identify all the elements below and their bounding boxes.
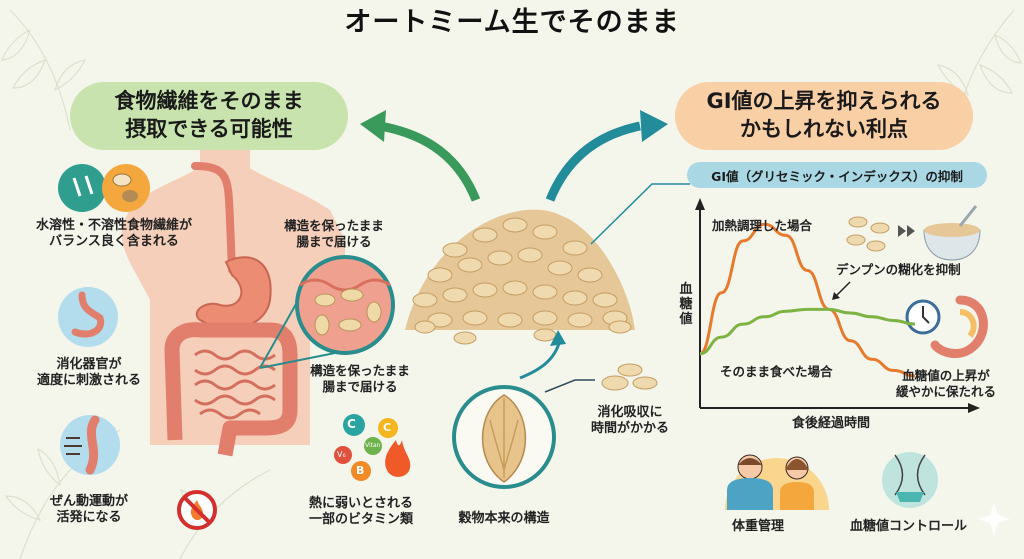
vitamins-label-line1: 熱に弱いとされる bbox=[308, 496, 413, 511]
benefit-digestive-stimulation: 消化器官が 適度に刺激される bbox=[34, 357, 144, 390]
y-axis-label: 血糖値 bbox=[679, 282, 693, 327]
vitamins-label: 熱に弱いとされる 一部のビタミン類 bbox=[296, 496, 426, 529]
vitamin-b6-badge: V₆ bbox=[337, 450, 346, 459]
slow-digestion-label: 消化吸収に 時間がかかる bbox=[580, 405, 680, 438]
benefit-digestive-line2: 適度に刺激される bbox=[36, 373, 141, 389]
gi-header-line1: GI値の上昇を抑えられる bbox=[706, 89, 942, 114]
slow-stomach-icon bbox=[930, 295, 988, 358]
callout-structure-top-line1: 構造を保ったまま bbox=[284, 218, 384, 233]
annotation-starch: デンプンの糊化を抑制 bbox=[836, 262, 961, 277]
flame-icon bbox=[385, 440, 411, 477]
sparkle-icon bbox=[978, 503, 1010, 535]
gi-chart bbox=[695, 198, 980, 413]
gi-benefit-header: GI値の上昇を抑えられる かもしれない利点 bbox=[675, 82, 973, 150]
annotation-slow-rise-line1: 血糖値の上昇が bbox=[902, 368, 990, 383]
benefit-peristalsis: ぜん動運動が 活発になる bbox=[34, 494, 144, 527]
y-axis-arrow bbox=[695, 198, 705, 210]
legend-heated: 加熱調理した場合 bbox=[712, 218, 813, 233]
callout-structure-bottom-line2: 腸まで届ける bbox=[322, 378, 398, 394]
intestine-zoom-circle bbox=[295, 255, 395, 355]
gi-header-line2: かもしれない利点 bbox=[740, 117, 908, 141]
benefit-fiber-balance: 水溶性・不溶性食物繊維が バランス良く含まれる bbox=[14, 218, 214, 251]
no-fire-icon bbox=[177, 490, 217, 530]
arrows-and-oat-icon bbox=[58, 164, 150, 212]
clock-icon bbox=[905, 299, 941, 335]
series-line-heated bbox=[699, 222, 916, 378]
slow-digestion-line2: 時間がかかる bbox=[590, 421, 669, 437]
blood-sugar-control-label: 血糖値コントロール bbox=[850, 519, 968, 534]
esophagus bbox=[191, 162, 236, 274]
green-arrowhead-icon bbox=[360, 110, 386, 142]
couple-icon bbox=[725, 454, 829, 510]
callout-structure-bottom-line1: 構造を保ったまま bbox=[310, 363, 410, 378]
vitamin-b-badge: B bbox=[356, 464, 365, 477]
vitamin-c-badge: C bbox=[347, 417, 356, 431]
benefit-fiber-balance-line1: 水溶性・不溶性食物繊維が bbox=[35, 218, 192, 233]
gi-suppression-tag: GI値（グリセミック・インデックス）の抑制 bbox=[687, 162, 987, 188]
starch-arrow bbox=[835, 281, 851, 297]
fiber-header-line2: 摂取できる可能性 bbox=[125, 117, 293, 141]
benefit-fiber-balance-line2: バランス良く含まれる bbox=[49, 234, 179, 250]
stomach-icon bbox=[58, 287, 118, 347]
grain-structure-label: 穀物本来の構造 bbox=[458, 511, 550, 526]
x-axis-label: 食後経過時間 bbox=[792, 416, 871, 431]
waist-icon bbox=[882, 452, 938, 508]
series-line-raw bbox=[699, 307, 916, 356]
whole-grain-icon bbox=[452, 385, 556, 489]
slow-digestion-line1: 消化吸収に bbox=[597, 405, 663, 420]
teal-arrowhead-icon bbox=[640, 110, 668, 142]
annotation-slow-rise: 血糖値の上昇が 緩やかに保たれる bbox=[876, 368, 1016, 399]
fiber-benefit-header: 食物繊維をそのまま 摂取できる可能性 bbox=[70, 82, 348, 150]
vitamin-badges bbox=[334, 414, 411, 481]
stomach bbox=[195, 256, 272, 330]
vitamin-generic-badge: Vitan bbox=[365, 442, 381, 449]
benefit-peristalsis-line1: ぜん動運動が bbox=[49, 494, 128, 509]
callout-structure-top-line2: 腸まで届ける bbox=[296, 233, 372, 249]
weight-management-label: 体重管理 bbox=[732, 519, 785, 534]
legend-raw: そのまま食べた場合 bbox=[720, 364, 833, 379]
benefit-digestive-line1: 消化器官が bbox=[56, 357, 122, 372]
large-intestine bbox=[164, 322, 298, 457]
vitamins-label-line2: 一部のビタミン類 bbox=[308, 512, 413, 528]
oat-to-porridge-icon bbox=[846, 205, 981, 261]
oat-flakes bbox=[412, 217, 632, 345]
fiber-header-line1: 食物繊維をそのまま bbox=[114, 89, 304, 114]
callout-structure-top: 構造を保ったまま 腸まで届ける bbox=[274, 218, 394, 249]
oat-flakes-small-icon bbox=[601, 363, 658, 391]
small-intestine bbox=[194, 349, 276, 420]
page-title: オートミーム生でそのまま bbox=[344, 7, 680, 38]
teal-arrow-icon bbox=[545, 121, 641, 202]
green-arrow-icon bbox=[379, 121, 481, 202]
vitamin-c2-badge: C bbox=[383, 421, 392, 434]
benefit-peristalsis-line2: 活発になる bbox=[56, 510, 122, 526]
annotation-slow-rise-line2: 緩やかに保たれる bbox=[895, 383, 996, 399]
peristalsis-icon bbox=[60, 415, 120, 475]
x-axis-arrow bbox=[968, 403, 980, 413]
callout-structure-bottom: 構造を保ったまま 腸まで届ける bbox=[300, 363, 420, 394]
